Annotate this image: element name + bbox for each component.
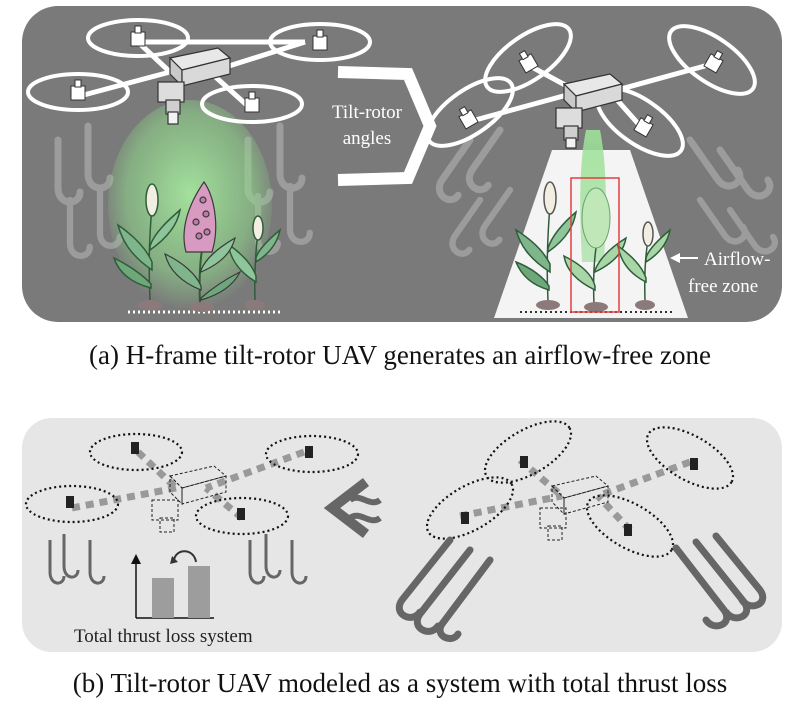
caption-panel-b: (b) Tilt-rotor UAV modeled as a system w…	[72, 668, 728, 698]
bar-after	[188, 566, 210, 618]
curved-arrow-icon	[173, 550, 197, 563]
tilt-rotor-label-line2: angles	[343, 128, 392, 149]
tilted-drone-right	[425, 22, 757, 158]
approx-icon	[323, 478, 382, 538]
left-rotors	[26, 18, 372, 124]
drone-body	[157, 47, 232, 125]
pink-flower-plant	[164, 180, 242, 306]
left-thrust-icon	[48, 534, 308, 585]
left-crop-plants	[112, 180, 282, 314]
zone-pointer-icon	[670, 253, 698, 263]
inspection-box	[570, 177, 620, 313]
panel-b: Total thrust loss system	[22, 418, 782, 652]
tilt-rotor-label-line1: Tilt-rotor	[332, 102, 403, 123]
panel-a: Tilt-rotor angles	[22, 6, 782, 322]
caption-panel-a: (a) H-frame tilt-rotor UAV generates an …	[89, 340, 711, 370]
zone-label-line2: free zone	[688, 276, 758, 297]
zone-label-line1: Airflow-	[704, 249, 770, 270]
bar-before	[152, 578, 174, 618]
inset-label: Total thrust loss system	[74, 626, 253, 647]
hframe-drone-left	[26, 18, 372, 125]
thrust-loss-inset	[131, 550, 214, 619]
right-thrust-icon	[395, 532, 767, 642]
model-drone-left	[24, 432, 360, 536]
right-rotors	[425, 22, 757, 158]
model-drone-right	[425, 420, 735, 558]
